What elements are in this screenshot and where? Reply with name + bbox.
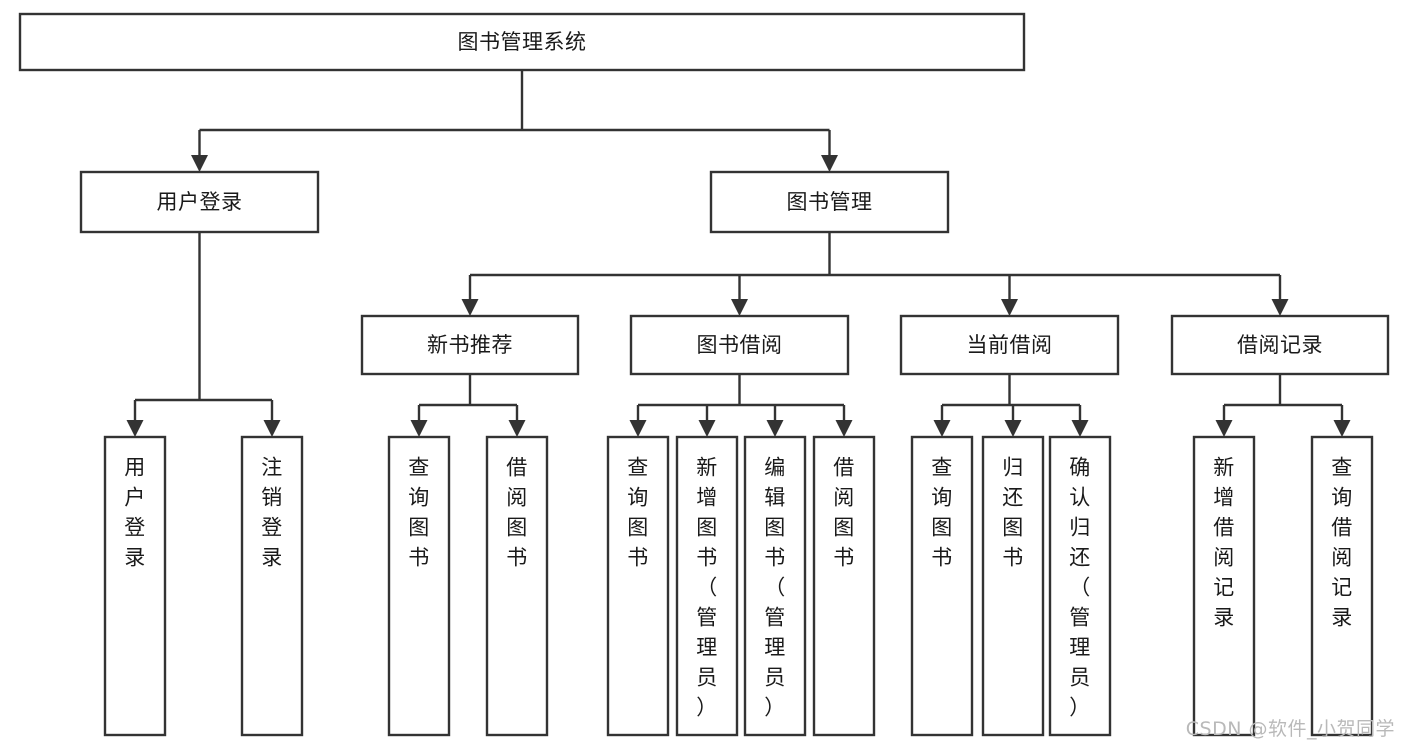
node-box-edit-book-admin[interactable]	[743, 435, 807, 737]
node-box-add-book-admin[interactable]	[675, 435, 739, 737]
node-query-book-3[interactable]: 查询图书	[910, 435, 974, 737]
connector-book-borrow-to-add-book-admin-arrowhead	[698, 420, 716, 437]
connectors-layer	[126, 70, 1351, 437]
node-root[interactable]: 图书管理系统	[18, 12, 1026, 72]
connector-user-login-to-user-login-leaf-arrowhead	[126, 420, 144, 437]
node-book-borrow[interactable]: 图书借阅	[629, 314, 850, 376]
connector-new-book-recommend-to-borrow-book-1-arrowhead	[508, 420, 526, 437]
node-label-return-book: 归还图书	[1002, 455, 1024, 569]
node-book-manage[interactable]: 图书管理	[709, 170, 950, 234]
node-box-user-login[interactable]	[79, 170, 320, 234]
node-add-book-admin[interactable]: 新增图书（管理员）	[675, 435, 739, 737]
node-box-current-borrow[interactable]	[899, 314, 1120, 376]
node-box-query-book-1[interactable]	[387, 435, 451, 737]
node-box-borrow-book-2[interactable]	[812, 435, 876, 737]
node-box-query-book-2[interactable]	[606, 435, 670, 737]
node-box-book-borrow[interactable]	[629, 314, 850, 376]
node-label-book-manage: 图书管理	[787, 190, 873, 214]
connector-book-manage-to-book-borrow-arrowhead	[731, 299, 748, 316]
node-query-book-1[interactable]: 查询图书	[387, 435, 451, 737]
connector-book-borrow-to-edit-book-admin-arrowhead	[766, 420, 784, 437]
node-label-edit-book-admin: 编辑图书（管理员）	[764, 455, 786, 719]
connector-book-borrow-to-borrow-book-2-arrowhead	[835, 420, 853, 437]
node-box-confirm-return-admin[interactable]	[1048, 435, 1112, 737]
connector-new-book-recommend-to-query-book-1-arrowhead	[410, 420, 428, 437]
node-label-query-book-2: 查询图书	[627, 455, 649, 569]
node-borrow-record[interactable]: 借阅记录	[1170, 314, 1390, 376]
connector-current-borrow-to-return-book-arrowhead	[1004, 420, 1022, 437]
node-label-borrow-book-1: 借阅图书	[506, 455, 528, 569]
node-box-add-borrow-record[interactable]	[1192, 435, 1256, 737]
connector-book-borrow-to-query-book-2-arrowhead	[629, 420, 647, 437]
node-label-current-borrow: 当前借阅	[967, 333, 1053, 357]
node-label-book-borrow: 图书借阅	[697, 333, 783, 357]
node-query-borrow-record[interactable]: 查询借阅记录	[1310, 435, 1374, 737]
node-user-login-leaf[interactable]: 用户登录	[103, 435, 167, 737]
node-logout-leaf[interactable]: 注销登录	[240, 435, 304, 737]
node-user-login[interactable]: 用户登录	[79, 170, 320, 234]
node-add-borrow-record[interactable]: 新增借阅记录	[1192, 435, 1256, 737]
node-label-add-borrow-record: 新增借阅记录	[1213, 455, 1235, 629]
node-box-borrow-record[interactable]	[1170, 314, 1390, 376]
connector-root-to-book-manage-arrowhead	[821, 155, 838, 172]
node-confirm-return-admin[interactable]: 确认归还（管理员）	[1048, 435, 1112, 737]
node-label-query-borrow-record: 查询借阅记录	[1331, 455, 1353, 629]
node-new-book-recommend[interactable]: 新书推荐	[360, 314, 580, 376]
node-box-return-book[interactable]	[981, 435, 1045, 737]
node-query-book-2[interactable]: 查询图书	[606, 435, 670, 737]
node-edit-book-admin[interactable]: 编辑图书（管理员）	[743, 435, 807, 737]
connector-borrow-record-to-add-borrow-record-arrowhead	[1215, 420, 1233, 437]
node-box-borrow-book-1[interactable]	[485, 435, 549, 737]
node-current-borrow[interactable]: 当前借阅	[899, 314, 1120, 376]
node-box-query-book-3[interactable]	[910, 435, 974, 737]
node-borrow-book-1[interactable]: 借阅图书	[485, 435, 549, 737]
node-label-add-book-admin: 新增图书（管理员）	[696, 455, 718, 719]
node-label-borrow-record: 借阅记录	[1237, 333, 1323, 357]
node-label-confirm-return-admin: 确认归还（管理员）	[1069, 455, 1091, 719]
node-borrow-book-2[interactable]: 借阅图书	[812, 435, 876, 737]
connector-borrow-record-to-query-borrow-record-arrowhead	[1333, 420, 1351, 437]
connector-root-to-user-login-arrowhead	[191, 155, 208, 172]
node-label-logout-leaf: 注销登录	[261, 455, 283, 569]
node-label-user-login: 用户登录	[157, 190, 243, 214]
node-label-query-book-3: 查询图书	[931, 455, 953, 569]
node-box-user-login-leaf[interactable]	[103, 435, 167, 737]
node-box-root[interactable]	[18, 12, 1026, 72]
node-box-new-book-recommend[interactable]	[360, 314, 580, 376]
node-label-user-login-leaf: 用户登录	[124, 455, 146, 569]
connector-current-borrow-to-query-book-3-arrowhead	[933, 420, 951, 437]
node-label-query-book-1: 查询图书	[408, 455, 430, 569]
node-label-root: 图书管理系统	[458, 30, 587, 54]
nodes-layer: 图书管理系统用户登录用户登录注销登录图书管理新书推荐查询图书借阅图书图书借阅查询…	[18, 12, 1390, 737]
connector-book-manage-to-new-book-recommend-arrowhead	[461, 299, 479, 316]
csdn-watermark: CSDN @软件_小贺同学	[1185, 718, 1395, 740]
node-label-new-book-recommend: 新书推荐	[427, 333, 513, 357]
node-box-book-manage[interactable]	[709, 170, 950, 234]
connector-book-manage-to-borrow-record-arrowhead	[1271, 299, 1289, 316]
connector-user-login-to-logout-leaf-arrowhead	[263, 420, 281, 437]
node-box-logout-leaf[interactable]	[240, 435, 304, 737]
connector-current-borrow-to-confirm-return-admin-arrowhead	[1071, 420, 1089, 437]
node-return-book[interactable]: 归还图书	[981, 435, 1045, 737]
node-label-borrow-book-2: 借阅图书	[833, 455, 855, 569]
node-box-query-borrow-record[interactable]	[1310, 435, 1374, 737]
connector-book-manage-to-current-borrow-arrowhead	[1001, 299, 1018, 316]
